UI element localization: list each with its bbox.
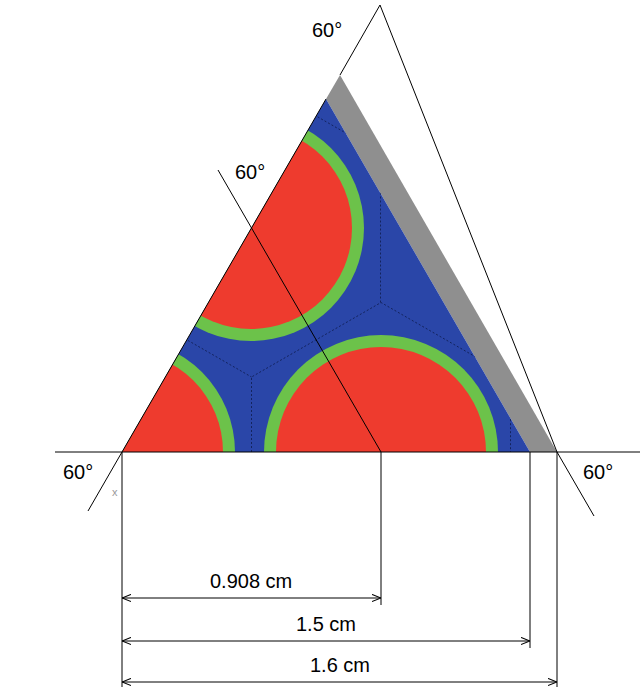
dimension-lines [122, 452, 557, 687]
dimension-label: 1.5 cm [294, 613, 358, 635]
dimension-label: 1.6 cm [308, 654, 372, 676]
angle-label: 60° [233, 161, 267, 183]
dimension-label: 0.908 cm [208, 570, 294, 592]
angle-label: 60° [581, 461, 615, 483]
fuel-pins [9, 79, 511, 570]
angle-label: 60° [61, 461, 95, 483]
construction-lines [55, 5, 640, 516]
axis-mark: x [110, 486, 120, 498]
angle-label: 60° [310, 19, 344, 41]
